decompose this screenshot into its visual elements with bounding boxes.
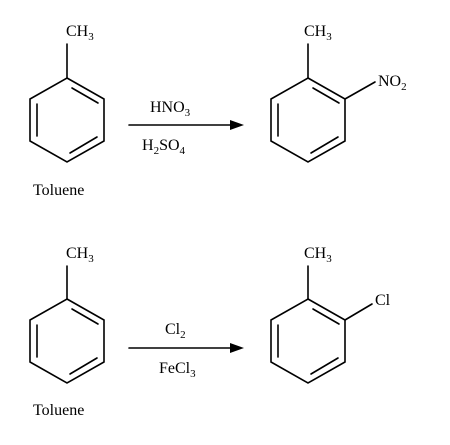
benzene-ring xyxy=(270,298,346,384)
double-bond xyxy=(310,357,339,375)
double-bond xyxy=(69,357,98,375)
double-bond xyxy=(312,308,340,325)
reactant-name: Toluene xyxy=(33,182,84,199)
methyl-label: CH3 xyxy=(304,23,332,43)
reagent-top: Cl2 xyxy=(165,321,186,341)
reagent-bottom: FeCl3 xyxy=(159,360,196,380)
arrow-head xyxy=(230,120,244,130)
reaction-1: CH3 Toluene HNO3 H2SO4 CH3 NO2 xyxy=(29,23,407,199)
reaction-arrow-1: HNO3 H2SO4 xyxy=(128,99,244,157)
product-chlorotoluene: CH3 Cl xyxy=(270,245,391,384)
nitro-label: NO2 xyxy=(378,73,407,93)
double-bond xyxy=(71,87,99,104)
double-bond xyxy=(310,136,339,154)
chloro-label: Cl xyxy=(375,292,391,309)
double-bond xyxy=(69,136,98,154)
benzene-ring xyxy=(29,77,105,163)
reagent-top: HNO3 xyxy=(150,99,191,119)
reagent-bottom: H2SO4 xyxy=(142,137,186,157)
reaction-arrow-2: Cl2 FeCl3 xyxy=(128,321,244,380)
nitro-bond xyxy=(344,81,376,100)
reactant-toluene-1: CH3 Toluene xyxy=(29,23,105,199)
arrow-head xyxy=(230,343,244,353)
double-bond xyxy=(312,87,340,104)
methyl-label: CH3 xyxy=(66,245,94,265)
reactant-toluene-2: CH3 Toluene xyxy=(29,245,105,419)
chloro-bond xyxy=(344,303,373,321)
benzene-ring xyxy=(270,77,346,163)
reaction-2: CH3 Toluene Cl2 FeCl3 CH3 Cl xyxy=(29,245,391,419)
product-nitrotoluene: CH3 NO2 xyxy=(270,23,407,163)
benzene-ring xyxy=(29,298,105,384)
methyl-label: CH3 xyxy=(304,245,332,265)
methyl-label: CH3 xyxy=(66,23,94,43)
double-bond xyxy=(71,308,99,325)
reactant-name: Toluene xyxy=(33,402,84,419)
